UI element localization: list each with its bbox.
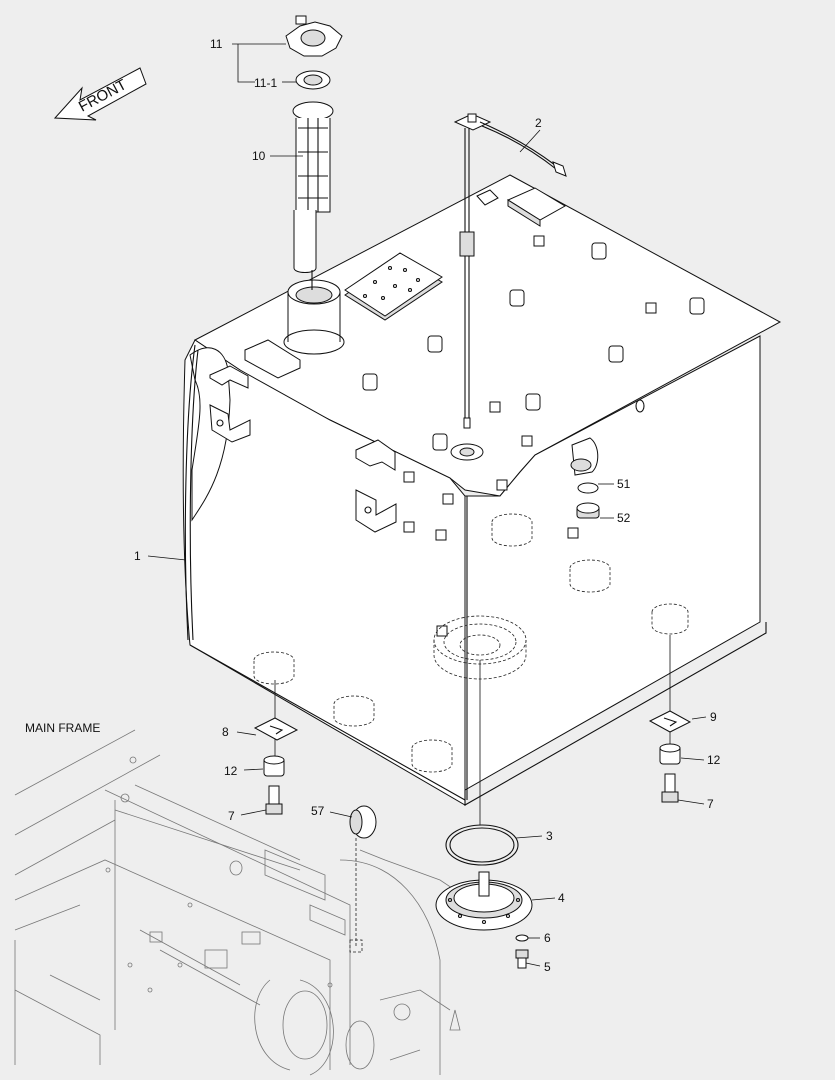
callout-2: 2 xyxy=(535,116,542,130)
callout-5: 5 xyxy=(544,960,551,974)
front-arrow: FRONT xyxy=(53,67,147,121)
fuel-level-sender xyxy=(450,113,567,461)
callout-6: 6 xyxy=(544,931,551,945)
callout-8: 8 xyxy=(222,725,229,739)
callout-7-right: 7 xyxy=(707,797,714,811)
callout-4: 4 xyxy=(558,891,565,905)
callout-12-right: 12 xyxy=(707,753,721,767)
filler-cap-assembly xyxy=(285,15,343,290)
mount-parts xyxy=(253,635,692,953)
leader-lines xyxy=(147,43,707,967)
callout-57: 57 xyxy=(311,804,325,818)
callout-labels: 11 11-1 10 2 1 51 52 8 12 7 57 9 12 7 3 … xyxy=(134,37,721,974)
top-bosses xyxy=(362,235,705,491)
drain-plug xyxy=(576,482,600,519)
callout-11: 11 xyxy=(210,37,223,51)
callout-10: 10 xyxy=(252,149,266,163)
tank-top-fixtures xyxy=(209,187,705,637)
callout-52: 52 xyxy=(617,511,631,525)
callout-11-1: 11-1 xyxy=(254,76,277,90)
callout-1: 1 xyxy=(134,549,141,563)
hidden-features xyxy=(253,513,689,773)
callout-51: 51 xyxy=(617,477,631,491)
callout-12-left: 12 xyxy=(224,764,238,778)
main-frame xyxy=(14,729,471,1076)
main-frame-label: MAIN FRAME xyxy=(25,721,100,735)
fuel-tank xyxy=(182,174,782,806)
callout-3: 3 xyxy=(546,829,553,843)
callout-9: 9 xyxy=(710,710,717,724)
bottom-cover xyxy=(435,660,533,969)
callout-7-left: 7 xyxy=(228,809,235,823)
